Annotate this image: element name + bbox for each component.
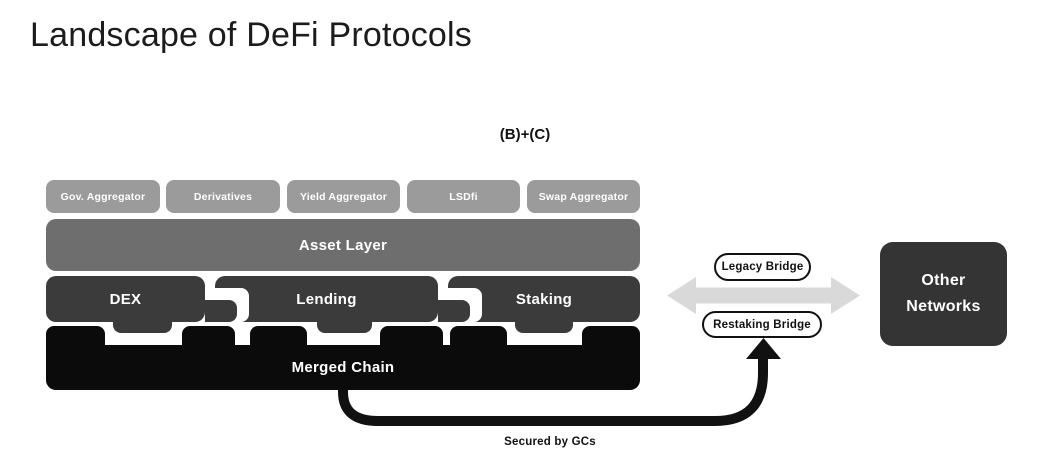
protocol-box-derivatives: Derivatives xyxy=(166,180,280,213)
page-title: Landscape of DeFi Protocols xyxy=(30,16,472,54)
module-label: Lending xyxy=(296,290,357,308)
restaking-bridge-pill: Restaking Bridge xyxy=(702,311,822,338)
protocol-box-gov-aggregator: Gov. Aggregator xyxy=(46,180,160,213)
merged-chain-bar: Merged Chain xyxy=(46,345,640,390)
puzzle-sidetab-dex xyxy=(205,300,237,322)
module-dex: DEX xyxy=(46,276,205,322)
other-networks-label: Other Networks xyxy=(906,271,981,315)
annotation-b-plus-c: (B)+(C) xyxy=(499,126,551,143)
asset-layer-label: Asset Layer xyxy=(298,236,388,254)
merged-chain-label: Merged Chain xyxy=(291,359,395,376)
protocol-box-swap-aggregator: Swap Aggregator xyxy=(527,180,640,213)
legacy-bridge-label: Legacy Bridge xyxy=(721,261,804,273)
asset-layer-bar: Asset Layer xyxy=(46,219,640,271)
protocol-box-label: Yield Aggregator xyxy=(299,190,387,203)
protocol-box-lsdfi: LSDfi xyxy=(407,180,520,213)
protocol-box-label: Gov. Aggregator xyxy=(60,190,146,203)
protocol-box-label: Derivatives xyxy=(193,190,253,203)
legacy-bridge-pill: Legacy Bridge xyxy=(714,253,811,281)
other-networks-box: Other Networks xyxy=(880,242,1007,346)
restaking-bridge-label: Restaking Bridge xyxy=(713,318,811,331)
protocol-box-label: LSDfi xyxy=(449,190,478,203)
puzzle-sidetab-lending xyxy=(438,300,470,322)
secured-by-gcs-note: Secured by GCs xyxy=(504,436,596,448)
restaking-arrow-path xyxy=(338,357,768,426)
module-label: Staking xyxy=(515,290,573,308)
protocol-box-label: Swap Aggregator xyxy=(538,190,629,203)
restaking-arrow-head xyxy=(746,338,781,359)
bridge-double-arrow xyxy=(667,277,860,314)
module-lending: Lending xyxy=(215,276,438,322)
module-label: DEX xyxy=(109,290,142,308)
protocol-box-yield-aggregator: Yield Aggregator xyxy=(287,180,400,213)
